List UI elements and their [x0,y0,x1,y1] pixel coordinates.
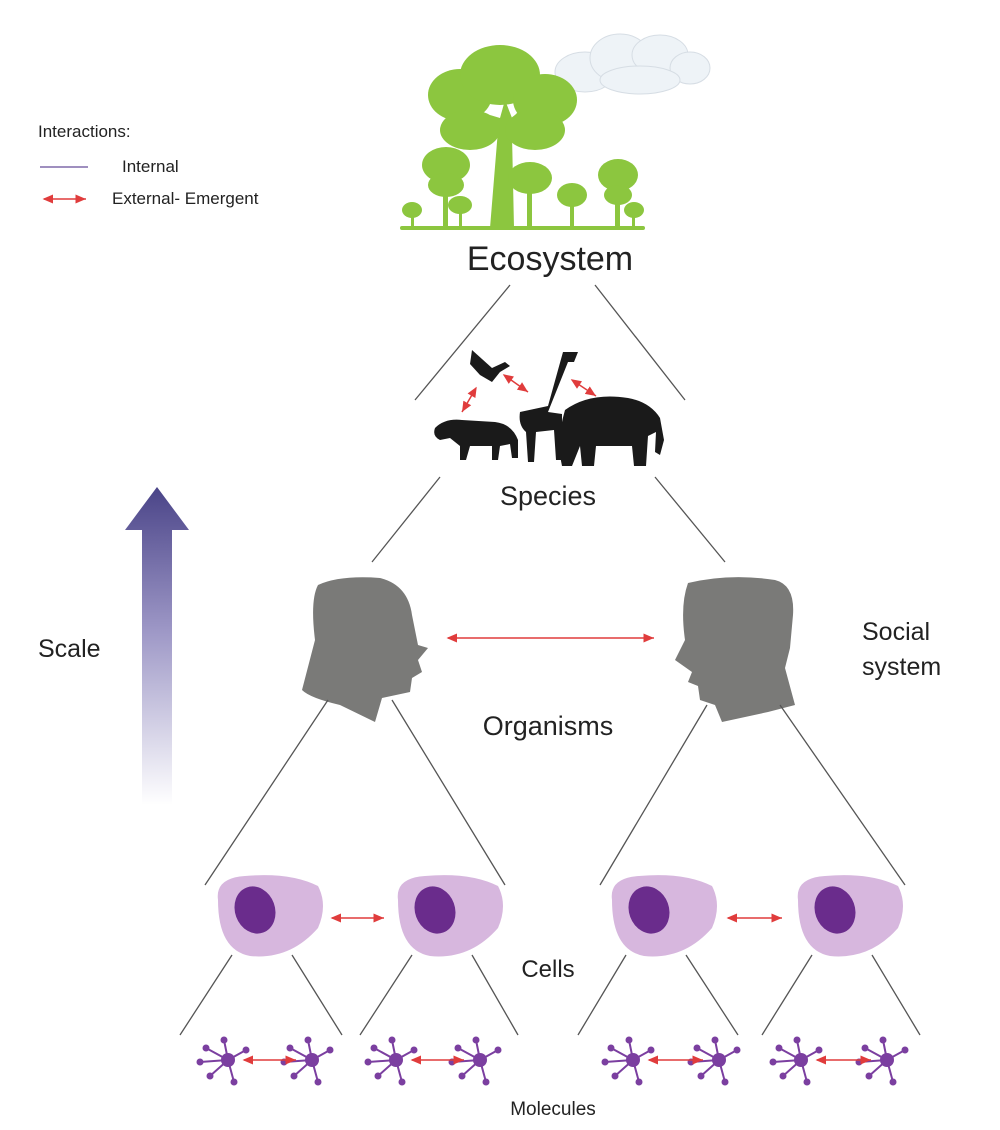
level-label-molecules: Molecules [510,1099,596,1120]
molecule-icon [769,1036,823,1086]
level-label-ecosystem: Ecosystem [467,240,633,278]
molecule-icon [280,1036,334,1086]
cell [397,875,503,957]
legend: Interactions: Internal External- Emergen… [38,122,259,208]
internal-line [685,954,739,1036]
internal-line [779,704,906,886]
giraffe-icon [519,352,578,462]
man-head-icon [675,577,795,722]
cell [611,875,717,957]
emergent-arrow [570,379,597,397]
internal-line [179,954,233,1036]
woman-head-icon [302,577,428,722]
level-label-social-line2: system [862,653,941,681]
emergent-arrow [461,386,477,413]
internal-line [414,284,511,401]
molecule-icon [855,1036,909,1086]
internal-line [291,954,343,1036]
elephant-icon [559,396,664,466]
cell [797,875,903,957]
internal-line [599,704,708,886]
scale-arrow [125,487,189,805]
level-label-social-line1: Social [862,618,930,646]
internal-line [471,954,519,1036]
cloud-icon [554,33,711,95]
internal-line [871,954,921,1036]
bird-icon [470,350,510,382]
legend-title: Interactions: [38,122,131,141]
internal-line [594,284,686,401]
forest-icon [400,45,645,230]
molecule-icon [364,1036,418,1086]
internal-line [761,954,813,1036]
level-label-cells: Cells [521,956,574,983]
cell [217,875,323,957]
scale-label: Scale [38,635,101,663]
level-label-organisms: Organisms [483,711,614,741]
internal-line [391,699,506,886]
molecules-group [196,1036,909,1086]
internal-line [359,954,413,1036]
molecule-icon [601,1036,655,1086]
legend-internal-label: Internal [122,157,179,176]
internal-line [654,476,726,563]
panther-icon [434,419,518,460]
molecule-icon [448,1036,502,1086]
level-label-species: Species [500,481,596,511]
legend-external-label: External- Emergent [112,189,259,208]
internal-line [204,699,329,886]
internal-line [577,954,627,1036]
emergent-arrow [502,374,529,393]
molecule-icon [687,1036,741,1086]
molecule-icon [196,1036,250,1086]
internal-line [371,476,441,563]
